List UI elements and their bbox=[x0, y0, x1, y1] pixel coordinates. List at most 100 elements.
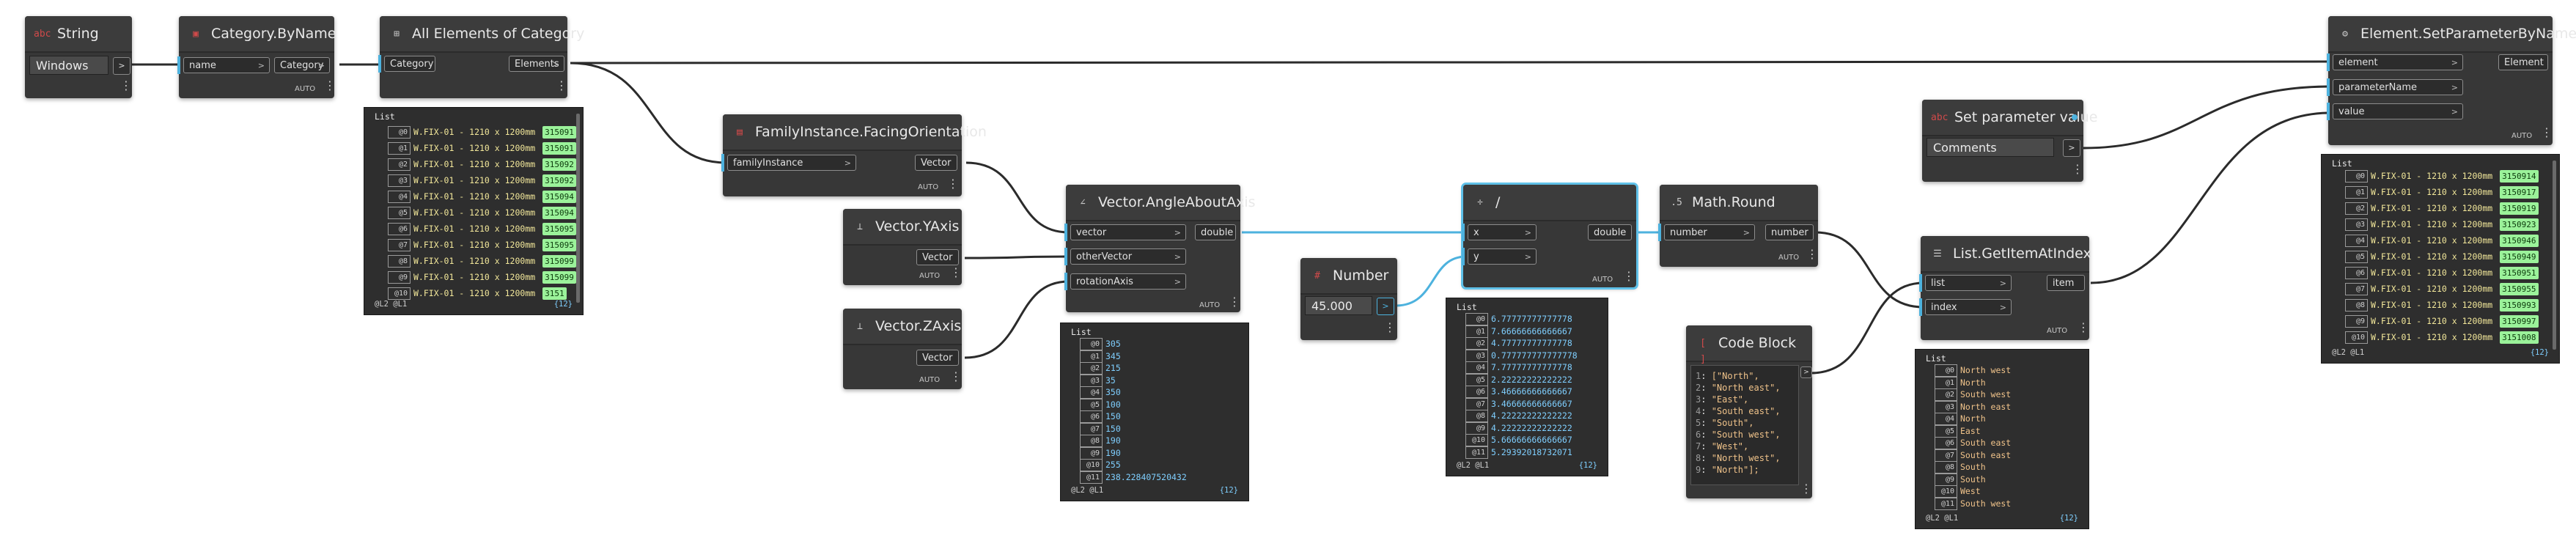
output-port-vector[interactable]: Vector bbox=[915, 155, 957, 171]
element-id-badge[interactable]: 315094 bbox=[542, 207, 576, 219]
node-angle-about-axis[interactable]: ∠ Vector.AngleAboutAxis vector> otherVec… bbox=[1064, 185, 1256, 312]
node-divide[interactable]: ÷ / x> y> double AUTO ⋮ bbox=[1461, 183, 1638, 290]
node-header[interactable]: abc String bbox=[25, 16, 132, 53]
input-port-index[interactable]: index> bbox=[1925, 299, 2012, 315]
node-header[interactable]: .5 Math.Round bbox=[1660, 185, 1818, 221]
output-port-elements[interactable]: Elements> bbox=[509, 56, 564, 72]
element-id-badge[interactable]: 315099 bbox=[542, 271, 576, 284]
node-number[interactable]: # Number 45.000 > ⋮ bbox=[1300, 258, 1397, 340]
node-header[interactable]: ⊞ All Elements of Category bbox=[380, 16, 584, 53]
node-all-elements[interactable]: ⊞ All Elements of Category Category Elem… bbox=[378, 16, 584, 98]
node-vector-yaxis[interactable]: ⊥ Vector.YAxis Vector AUTO ⋮ bbox=[843, 209, 962, 285]
node-menu-dots[interactable]: ⋮ bbox=[950, 369, 962, 383]
element-id-badge[interactable]: 3150923 bbox=[2500, 218, 2539, 231]
node-header[interactable]: ÷ / bbox=[1463, 185, 1636, 221]
input-port-othervector[interactable]: otherVector> bbox=[1070, 248, 1186, 265]
node-header[interactable]: ⚙ Element.SetParameterByName bbox=[2328, 16, 2576, 53]
node-set-parameter-by-name[interactable]: ⚙ Element.SetParameterByName element> pa… bbox=[2327, 16, 2576, 145]
node-menu-dots[interactable]: ⋮ bbox=[1384, 320, 1396, 334]
parameter-value-input[interactable]: Comments bbox=[1927, 138, 2054, 157]
element-id-badge[interactable]: 3150917 bbox=[2500, 186, 2539, 199]
output-port-button[interactable]: > bbox=[1377, 298, 1394, 315]
element-id-badge[interactable]: 3150993 bbox=[2500, 299, 2539, 312]
node-menu-dots[interactable]: ⋮ bbox=[2072, 162, 2083, 176]
output-port-double[interactable]: double bbox=[1195, 224, 1236, 240]
node-menu-dots[interactable]: ⋮ bbox=[1229, 295, 1240, 309]
output-port-item[interactable]: item bbox=[2047, 275, 2085, 291]
input-port-x[interactable]: x> bbox=[1468, 224, 1537, 240]
node-menu-dots[interactable]: ⋮ bbox=[556, 78, 567, 92]
output-port-vector[interactable]: Vector bbox=[916, 350, 959, 366]
input-port-y[interactable]: y> bbox=[1468, 248, 1537, 265]
output-port-number[interactable]: number bbox=[1765, 224, 1814, 240]
node-header[interactable]: ∠ Vector.AngleAboutAxis bbox=[1066, 185, 1256, 221]
node-menu-dots[interactable]: ⋮ bbox=[950, 265, 962, 279]
element-id-badge[interactable]: 3150951 bbox=[2500, 267, 2539, 279]
output-port-button[interactable]: > bbox=[1800, 366, 1812, 378]
node-menu-dots[interactable]: ⋮ bbox=[324, 78, 336, 92]
output-port-button[interactable]: > bbox=[2063, 139, 2080, 157]
node-header[interactable]: ▤ FamilyInstance.FacingOrientation bbox=[723, 114, 987, 151]
element-id-badge[interactable]: 315091 bbox=[542, 142, 576, 155]
input-port-category[interactable]: Category bbox=[384, 56, 435, 72]
node-menu-dots[interactable]: ⋮ bbox=[2541, 125, 2553, 139]
output-port-element[interactable]: Element bbox=[2498, 54, 2548, 70]
node-header[interactable]: [ ] Code Block bbox=[1686, 325, 1812, 365]
element-id-badge[interactable]: 315092 bbox=[542, 158, 576, 171]
node-string[interactable]: abc String Windows > ⋮ bbox=[25, 16, 132, 98]
input-port-element[interactable]: element> bbox=[2333, 54, 2463, 70]
output-port-double[interactable]: double bbox=[1588, 224, 1632, 240]
node-set-parameter-value[interactable]: abc Set parameter value Comments > ⋮ bbox=[1922, 100, 2097, 182]
node-header[interactable]: # Number bbox=[1300, 258, 1397, 295]
node-vector-zaxis[interactable]: ⊥ Vector.ZAxis Vector AUTO ⋮ bbox=[843, 309, 962, 389]
element-id-badge[interactable]: 3150914 bbox=[2500, 170, 2539, 183]
node-menu-dots[interactable]: ⋮ bbox=[1623, 269, 1635, 283]
node-header[interactable]: ⊥ Vector.YAxis bbox=[843, 209, 962, 246]
element-id-badge[interactable]: 315095 bbox=[542, 239, 576, 251]
node-facing-orientation[interactable]: ▤ FamilyInstance.FacingOrientation famil… bbox=[721, 114, 987, 196]
element-id-badge[interactable]: 315095 bbox=[542, 223, 576, 235]
string-value-input[interactable]: Windows bbox=[29, 56, 108, 75]
output-port-vector[interactable]: Vector bbox=[916, 249, 959, 265]
element-id-badge[interactable]: 3150946 bbox=[2500, 235, 2539, 247]
input-port-parametername[interactable]: parameterName> bbox=[2333, 79, 2463, 95]
element-id-badge[interactable]: 315091 bbox=[542, 126, 576, 139]
element-id-badge[interactable]: 3150919 bbox=[2500, 202, 2539, 215]
node-category-byname[interactable]: ▣ Category.ByName name> Category> AUTO ⋮ bbox=[177, 16, 336, 98]
preview-scrollbar[interactable] bbox=[2553, 161, 2556, 350]
element-id-badge[interactable]: 3150949 bbox=[2500, 251, 2539, 263]
input-port-value[interactable]: value> bbox=[2333, 103, 2463, 119]
input-port-list[interactable]: list> bbox=[1925, 275, 2012, 291]
input-port-rotationaxis[interactable]: rotationAxis> bbox=[1070, 273, 1186, 290]
node-code-block[interactable]: [ ] Code Block 1: ["North",2: "North eas… bbox=[1686, 325, 1812, 498]
element-id-badge[interactable]: 3151 bbox=[542, 287, 567, 300]
input-port-name[interactable]: name> bbox=[183, 57, 270, 73]
node-header[interactable]: ▣ Category.ByName bbox=[179, 16, 336, 53]
node-menu-dots[interactable]: ⋮ bbox=[1806, 247, 1818, 261]
input-port-vector[interactable]: vector> bbox=[1070, 224, 1186, 240]
element-id-badge[interactable]: 3150955 bbox=[2500, 283, 2539, 295]
element-id-badge[interactable]: 315092 bbox=[542, 174, 576, 187]
node-get-item-at-index[interactable]: ☰ List.GetItemAtIndex list> index> item … bbox=[1919, 236, 2091, 340]
node-header[interactable]: ☰ List.GetItemAtIndex bbox=[1921, 236, 2091, 273]
element-id-badge[interactable]: 315099 bbox=[542, 255, 576, 268]
preview-scrollbar[interactable] bbox=[576, 114, 580, 303]
node-math-round[interactable]: .5 Math.Round number> number AUTO ⋮ bbox=[1658, 185, 1818, 267]
node-header[interactable]: abc Set parameter value bbox=[1922, 100, 2097, 136]
node-header[interactable]: ⊥ Vector.ZAxis bbox=[843, 309, 962, 345]
node-menu-dots[interactable]: ⋮ bbox=[1800, 482, 1812, 495]
output-port-category[interactable]: Category> bbox=[274, 57, 330, 73]
element-id-badge[interactable]: 315094 bbox=[542, 191, 576, 203]
node-menu-dots[interactable]: ⋮ bbox=[2078, 320, 2089, 334]
input-port-number[interactable]: number> bbox=[1664, 224, 1755, 240]
element-id-badge[interactable]: 3150997 bbox=[2500, 315, 2539, 328]
input-port-familyinstance[interactable]: familyInstance> bbox=[727, 155, 856, 171]
output-port-button[interactable]: > bbox=[113, 57, 130, 75]
number-value-input[interactable]: 45.000 bbox=[1305, 296, 1372, 315]
node-menu-dots[interactable]: ⋮ bbox=[947, 177, 959, 191]
